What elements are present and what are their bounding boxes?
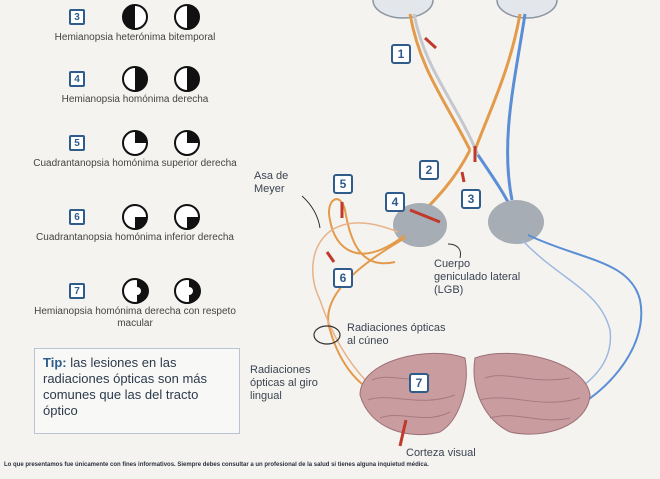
right-visual-field-icon bbox=[173, 277, 201, 305]
lesion-number-4: 4 bbox=[385, 192, 405, 212]
right-visual-field-icon bbox=[173, 65, 201, 93]
meyer-arrow bbox=[302, 196, 320, 228]
right-visual-field-icon bbox=[173, 129, 201, 157]
defect-7: 7 Hemianopsia homónima derecha con respe… bbox=[20, 276, 250, 330]
lgb-arrow bbox=[448, 244, 461, 258]
defect-caption: Hemianopsia homónima derecha bbox=[20, 94, 250, 106]
defect-caption: Cuadrantanopsia homónima superior derech… bbox=[20, 158, 250, 170]
lesion-number-1: 1 bbox=[391, 44, 411, 64]
defect-6: 6 Cuadrantanopsia homónima inferior dere… bbox=[20, 202, 250, 244]
label-asa-meyer: Asa de Meyer bbox=[254, 170, 314, 196]
disclaimer-footer: Lo que presentamos fue únicamente con fi… bbox=[4, 462, 654, 468]
left-visual-field-icon bbox=[121, 129, 149, 157]
lesion-number-7: 7 bbox=[409, 373, 429, 393]
defect-5: 5 Cuadrantanopsia homónima superior dere… bbox=[20, 128, 250, 170]
visual-cortex-right bbox=[474, 353, 590, 434]
lesion-number-3: 3 bbox=[461, 189, 481, 209]
defect-caption: Cuadrantanopsia homónima inferior derech… bbox=[20, 232, 250, 244]
lesion-number-6: 6 bbox=[333, 268, 353, 288]
label-cuneo: Radiaciones ópticas al cúneo bbox=[347, 322, 457, 348]
tip-text: las lesiones en las radiaciones ópticas … bbox=[43, 355, 207, 418]
left-visual-field-icon bbox=[121, 203, 149, 231]
defect-caption: Hemianopsia homónima derecha con respeto… bbox=[20, 306, 250, 330]
defect-3: 3 Hemianopsia heterónima bitemporal bbox=[20, 2, 250, 44]
right-visual-field-icon bbox=[173, 203, 201, 231]
lesion-number-2: 2 bbox=[419, 160, 439, 180]
defect-caption: Hemianopsia heterónima bitemporal bbox=[20, 32, 250, 44]
left-visual-field-icon bbox=[121, 277, 149, 305]
defect-number: 5 bbox=[69, 135, 85, 151]
label-corteza: Corteza visual bbox=[406, 447, 506, 460]
right-eye bbox=[497, 0, 557, 18]
defect-4: 4 Hemianopsia homónima derecha bbox=[20, 64, 250, 106]
defect-number: 4 bbox=[69, 71, 85, 87]
tip-box: Tip: las lesiones en las radiaciones ópt… bbox=[34, 348, 240, 434]
optic-nerve-left-grey bbox=[414, 14, 478, 155]
left-eye bbox=[373, 0, 433, 18]
optic-nerve-right-blue bbox=[508, 14, 525, 200]
left-visual-field-icon bbox=[121, 3, 149, 31]
tip-prefix: Tip: bbox=[43, 355, 67, 370]
left-visual-field-icon bbox=[121, 65, 149, 93]
lesion-number-5: 5 bbox=[333, 174, 353, 194]
cuneo-marker bbox=[314, 326, 340, 344]
right-visual-field-icon bbox=[173, 3, 201, 31]
label-lgb: Cuerpo geniculado lateral (LGB) bbox=[434, 258, 524, 297]
defect-number: 7 bbox=[69, 283, 85, 299]
label-lingual: Radiaciones ópticas al giro lingual bbox=[250, 364, 340, 403]
defect-number: 6 bbox=[69, 209, 85, 225]
defect-number: 3 bbox=[69, 9, 85, 25]
visual-cortex-left bbox=[360, 353, 466, 434]
